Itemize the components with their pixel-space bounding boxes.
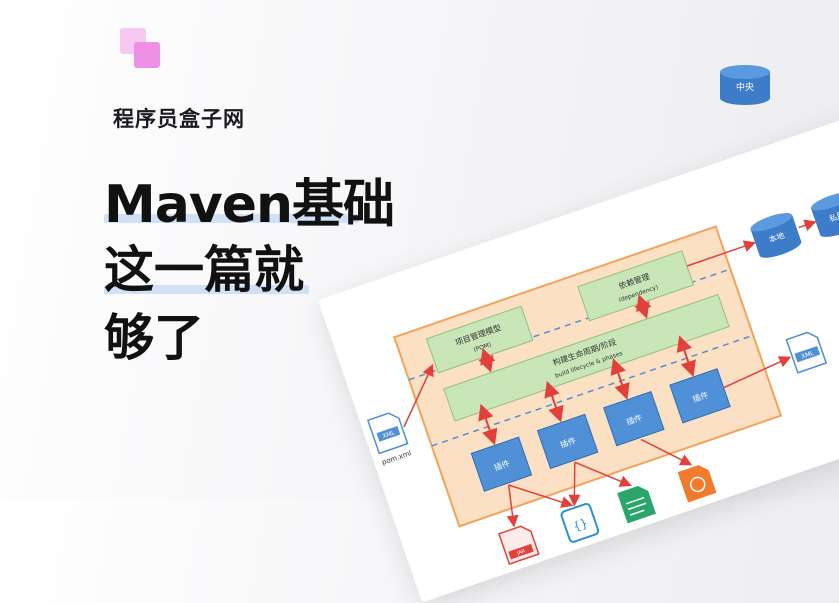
lifecycle-box <box>443 293 730 422</box>
title-highlight-1 <box>104 214 359 223</box>
plugin-boxes: 插件 插件 插件 插件 <box>470 368 731 492</box>
plugin-label: 插件 <box>625 412 643 427</box>
repo-local-icon: 本地 <box>750 213 802 258</box>
page-title-line-3: 够了 <box>104 309 204 367</box>
document-file-icon <box>617 485 656 524</box>
plugin-box <box>470 436 533 492</box>
repo-central: 中央 <box>720 65 770 105</box>
pom-file-icon: XML pom.xml <box>366 412 413 467</box>
repo-private-label: 私服 <box>828 210 839 224</box>
lifecycle-plugin-arrows <box>478 294 696 446</box>
repo-local-label: 本地 <box>767 230 785 245</box>
pom-arrow <box>403 363 434 428</box>
title-highlight-2 <box>104 285 309 294</box>
report-file-icon <box>677 465 717 503</box>
pom-xml-tag: XML <box>382 429 397 440</box>
code-file-icon: {} <box>560 502 600 543</box>
page-title-line-1: Maven基础 <box>104 175 395 235</box>
output-xml-file-icon: XML <box>785 331 828 374</box>
brand-name: 程序员盒子网 <box>113 107 245 131</box>
plugin-box <box>536 413 599 470</box>
logo <box>120 28 164 72</box>
plugin-label: 插件 <box>493 458 511 473</box>
xml-output-arrow <box>723 356 792 389</box>
repo-private-icon: 私服 <box>810 192 839 237</box>
jar-file-icon: JAR <box>498 525 540 566</box>
maven-diagram-card: 项目管理模型 (POM) 依赖管理 (dependency) 构建生命周期/阶段… <box>318 117 839 603</box>
repo-central-label: 中央 <box>736 81 754 93</box>
repositories: 本地 私服 <box>686 192 839 267</box>
plugin-label: 插件 <box>691 389 709 404</box>
page-title-line-2: 这一篇就 <box>104 241 304 299</box>
logo-square-dark <box>134 42 160 68</box>
plugin-box <box>669 368 731 424</box>
output-xml-tag: XML <box>800 350 815 361</box>
plugin-box <box>603 390 665 447</box>
plugin-label: 插件 <box>559 435 577 450</box>
maven-diagram: 项目管理模型 (POM) 依赖管理 (dependency) 构建生命周期/阶段… <box>366 192 839 566</box>
